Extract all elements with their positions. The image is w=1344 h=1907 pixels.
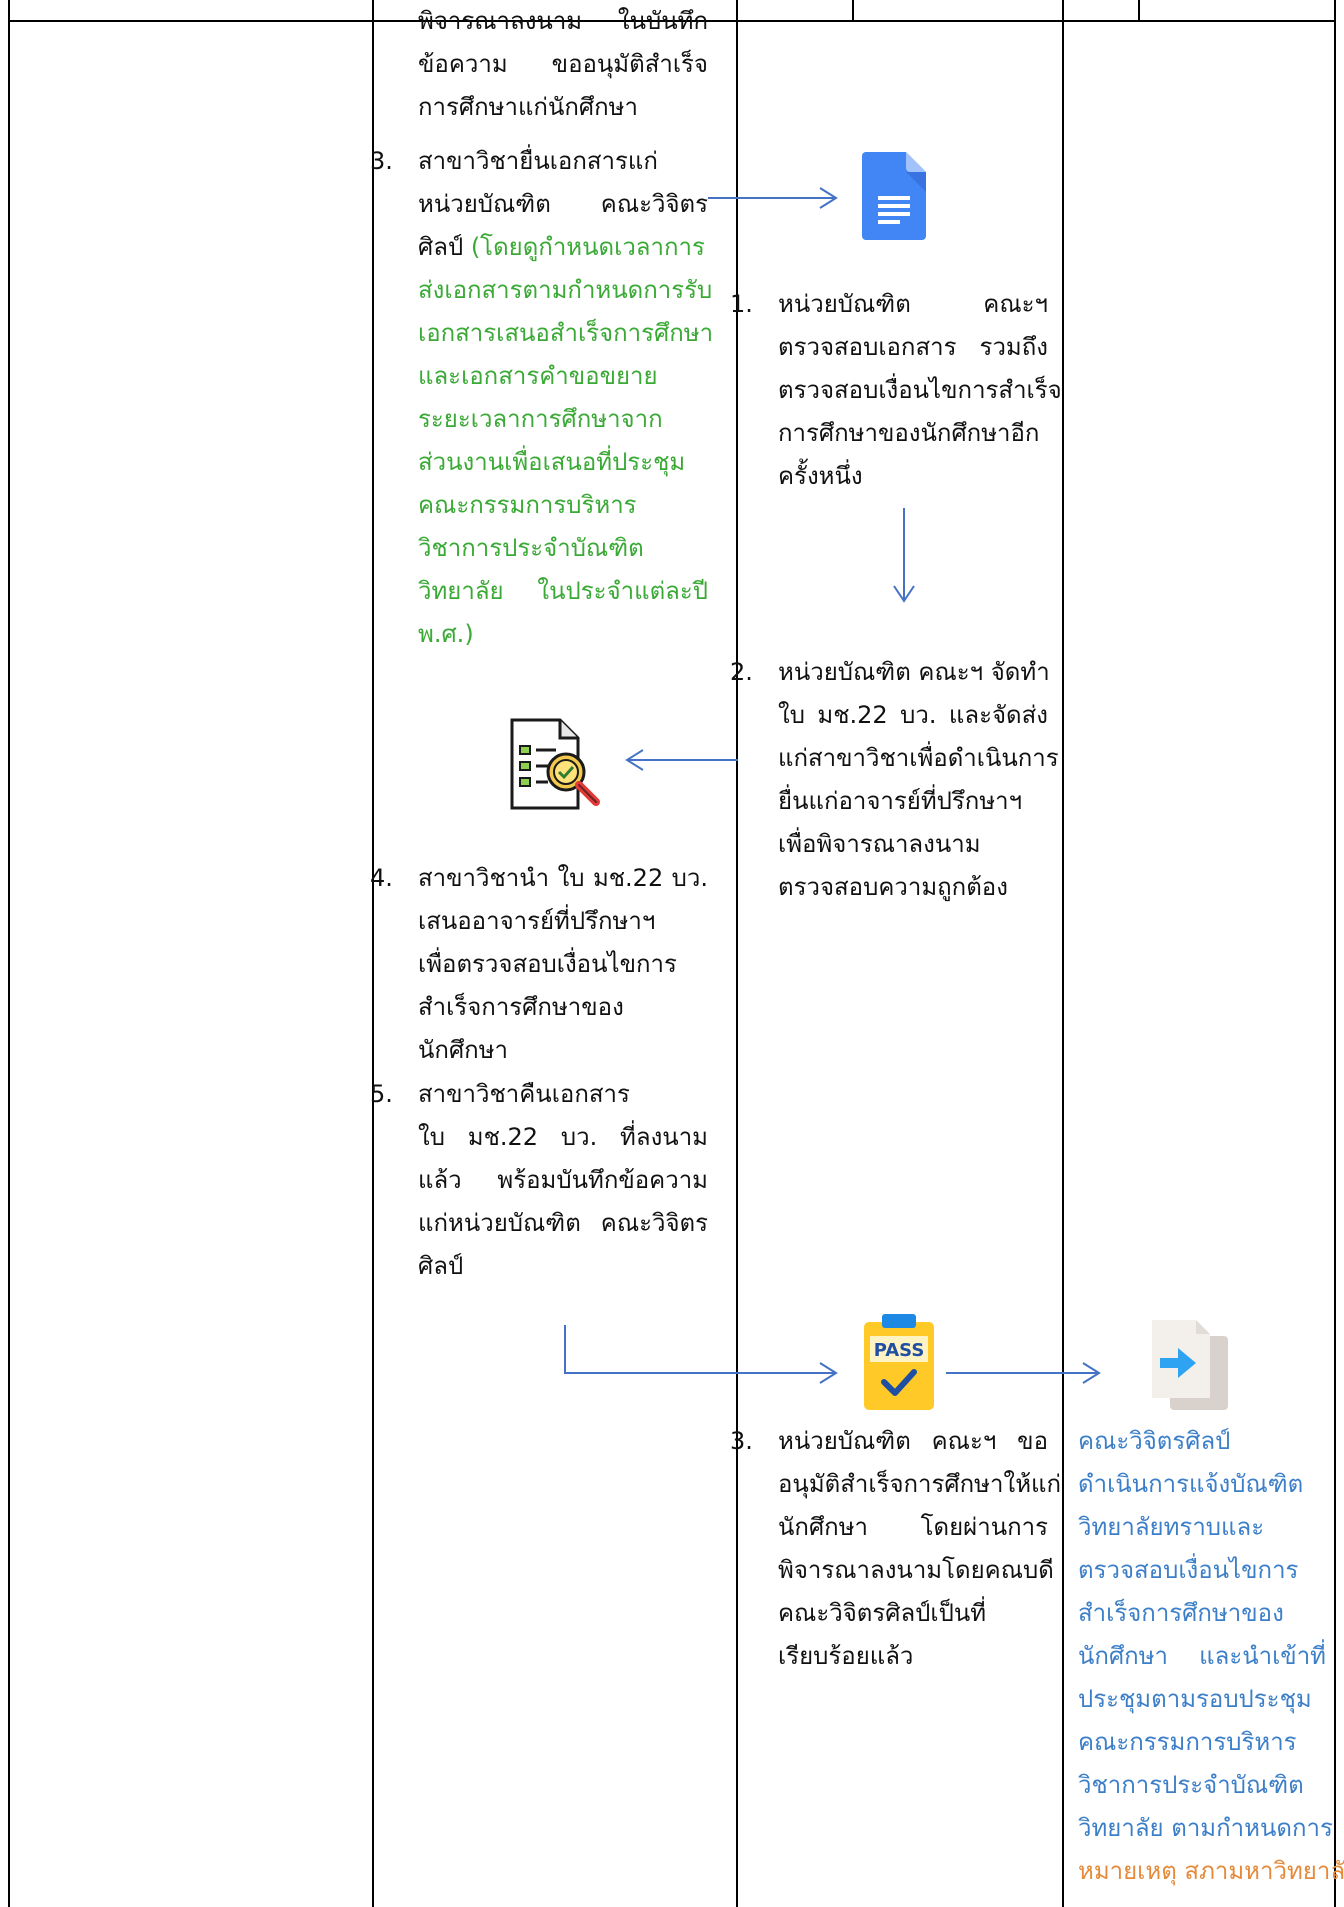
col3-item3: 3. หน่วยบัณฑิต คณะฯ ขอ อนุมัติสำเร็จการศ… [730,1420,1062,1678]
text-line: คณะวิจิตรศิลป์ [1078,1427,1231,1455]
checklist-magnifier-icon [508,716,606,816]
text-line: และเอกสารคำขอขยาย [418,362,658,390]
text-black: ศิลป์ [418,233,471,261]
text-line: ตรวจสอบเอกสาร รวมถึง [778,333,1048,361]
header-cell-divider [852,0,854,20]
text-line: วิชาการประจำบัณฑิต [1078,1771,1304,1799]
google-docs-icon [862,152,926,240]
col2-item5: 5. สาขาวิชาคืนเอกสาร ใบ มช.22 บว. ที่ลงน… [370,1073,708,1288]
item-number: 4. [370,864,393,892]
text-line: ครั้งหนึ่ง [778,462,863,490]
text-line: คณะกรรมการบริหาร [418,491,637,519]
col2-intro-text: พิจารณาลงนาม ในบันทึก ข้อความ ขออนุมัติส… [418,0,708,129]
text-line: พิจารณาลงนามโดยคณบดี [778,1556,1054,1584]
text-line: หน่วยบัณฑิต คณะฯ จัดทำ [778,658,1050,686]
text-line: อนุมัติสำเร็จการศึกษาให้แก่ [778,1470,1062,1498]
text-line: สำเร็จการศึกษาของ [418,993,624,1021]
text-line: ใบ มช.22 บว. ที่ลงนาม [418,1123,708,1151]
col2-item4: 4. สาขาวิชานำ ใบ มช.22 บว. เสนออาจารย์ที… [370,857,708,1072]
text-line: นักศึกษา และนำเข้าที่ [1078,1642,1326,1670]
text-line: วิชาการประจำบัณฑิต [418,534,644,562]
text-line: หน่วยบัณฑิต คณะวิจิตร [418,190,708,218]
text-line: ระยะเวลาการศึกษาจาก [418,405,663,433]
text-line: ศิลป์ (โดยดูกำหนดเวลาการ [418,226,708,269]
text-line: เพื่อตรวจสอบเงื่อนไขการ [418,950,677,978]
text-line: สาขาวิชาคืนเอกสาร [418,1080,630,1108]
text-line: หน่วยบัณฑิต คณะฯ ขอ [778,1427,1048,1455]
pass-clipboard-icon: PASS [862,1312,936,1412]
text-line: ตรวจสอบเงื่อนไขการสำเร็จ [778,376,1062,404]
text-line: ส่วนงานเพื่อเสนอที่ประชุม [418,448,686,476]
col3-item1: 1. หน่วยบัณฑิต คณะฯ ตรวจสอบเอกสาร รวมถึง… [730,283,1062,498]
text-green-note: (โดยดูกำหนดเวลาการ [470,233,705,261]
text-line: คณะวิจิตรศิลป์เป็นที่ [778,1599,987,1627]
text-line: ส่งเอกสารตามกำหนดการรับ [418,276,713,304]
item-number: 5. [370,1080,393,1108]
text-line: เสนออาจารย์ที่ปรึกษาฯ [418,907,656,935]
table-border-left [8,0,10,1907]
item-number: 1. [730,290,753,318]
text-line: วิทยาลัยทราบและ [1078,1513,1265,1541]
text-line: สาขาวิชายื่นเอกสารแก่ [418,147,658,175]
text-line: คณะกรรมการบริหาร [1078,1728,1297,1756]
text-line: ใบ มช.22 บว. และจัดส่ง [778,701,1048,729]
arrow-to-pass [564,1325,835,1374]
item-number: 2. [730,658,753,686]
col2-item3: 3. สาขาวิชายื่นเอกสารแก่ หน่วยบัณฑิต คณะ… [370,140,714,656]
text-line: ตรวจสอบเงื่อนไขการ [1078,1556,1299,1584]
text-line: ดำเนินการแจ้งบัณฑิต [1078,1470,1304,1498]
text-line: ยื่นแก่อาจารย์ที่ปรึกษาฯ [778,787,1023,815]
column-divider-1 [372,0,374,1907]
svg-text:PASS: PASS [874,1340,925,1361]
text-line: เรียบร้อยแล้ว [778,1642,914,1670]
text-line: สาขาวิชานำ ใบ มช.22 บว. [418,864,708,892]
text-line: นักศึกษา โดยผ่านการ [778,1513,1048,1541]
top-row-border [8,20,1336,22]
text-line: วิทยาลัย ตามกำหนดการ [1078,1814,1333,1842]
text-line: วิทยาลัย ในประจำแต่ละปี [418,577,708,605]
text-line: พ.ศ.) [418,620,474,648]
text-line: ข้อความ ขออนุมัติสำเร็จ [418,50,708,78]
text-line: การศึกษาแก่นักศึกษา [418,93,638,121]
text-line: แก่สาขาวิชาเพื่อดำเนินการ [778,744,1059,772]
text-line: ศิลป์ [418,1252,464,1280]
text-line: นักศึกษา [418,1036,508,1064]
column-divider-2 [736,0,738,1907]
col4-text: คณะวิจิตรศิลป์ ดำเนินการแจ้งบัณฑิต วิทยา… [1078,1420,1344,1893]
text-line: เพื่อพิจารณาลงนาม [778,830,981,858]
text-line: แล้ว พร้อมบันทึกข้อความ [418,1166,708,1194]
header-cell-divider [1138,0,1140,20]
item-number: 3. [370,147,393,175]
text-line: ตรวจสอบความถูกต้อง [778,873,1008,901]
text-line: สำเร็จการศึกษาของ [1078,1599,1284,1627]
text-line: การศึกษาของนักศึกษาอีก [778,419,1040,447]
text-line: ประชุมตามรอบประชุม [1078,1685,1312,1713]
text-line-note: หมายเหตุ สภามหาวิทยาลัย [1078,1857,1344,1885]
send-document-icon [1148,1318,1232,1412]
column-divider-3 [1062,0,1064,1907]
table-border-right [1334,0,1336,1907]
col3-item2: 2. หน่วยบัณฑิต คณะฯ จัดทำ ใบ มช.22 บว. แ… [730,651,1059,909]
text-line: เอกสารเสนอสำเร็จการศึกษา [418,319,714,347]
item-number: 3. [730,1427,753,1455]
text-line: แก่หน่วยบัณฑิต คณะวิจิตร [418,1209,708,1237]
text-line: พิจารณาลงนาม ในบันทึก [418,7,708,35]
text-line: หน่วยบัณฑิต คณะฯ [778,290,1048,318]
